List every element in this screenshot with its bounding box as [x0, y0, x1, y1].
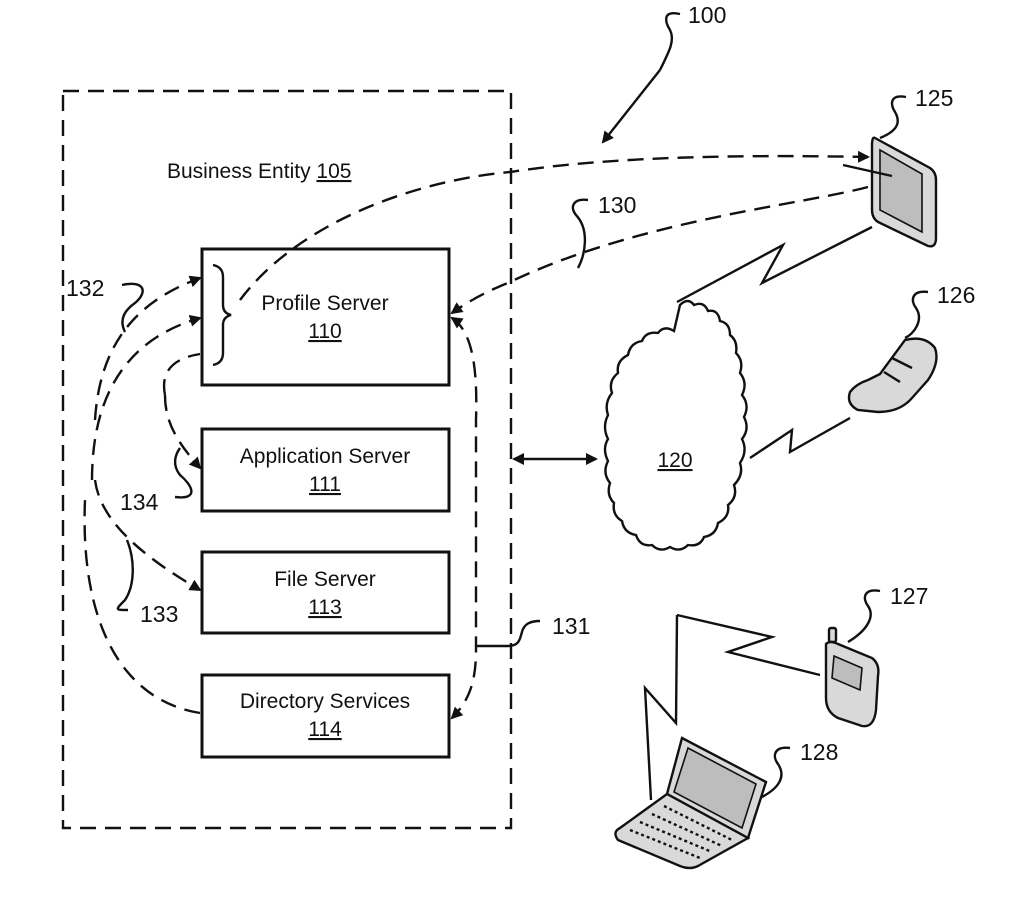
arrow-100 — [601, 69, 661, 144]
leader-131 — [476, 619, 541, 648]
network-cloud — [603, 299, 748, 551]
directory-services-label: Directory Services — [240, 690, 410, 713]
link-laptop — [643, 614, 679, 801]
profile-server-label: Profile Server — [261, 292, 388, 315]
file-server-box: File Server 113 — [200, 550, 451, 635]
path-to-app-server — [162, 352, 200, 468]
ref-128: 128 — [800, 739, 838, 765]
path-132-b — [90, 314, 202, 481]
file-server-label: File Server — [274, 568, 376, 591]
ref-127: 127 — [890, 583, 928, 609]
path-tablet-top — [239, 150, 870, 301]
ref-126: 126 — [937, 282, 975, 308]
application-server-ref: 111 — [309, 473, 341, 496]
leader-127 — [847, 589, 881, 644]
ref-130: 130 — [598, 192, 636, 218]
link-tablet — [676, 225, 873, 304]
leader-125 — [879, 95, 907, 140]
ref-133: 133 — [140, 601, 178, 627]
leader-126 — [904, 290, 929, 340]
business-entity-boundary — [61, 89, 513, 830]
path-133 — [93, 479, 202, 592]
application-server-box: Application Server 111 — [200, 427, 451, 513]
leader-100 — [658, 12, 681, 71]
tablet-device-icon — [842, 136, 938, 248]
file-server-ref: 113 — [308, 596, 341, 619]
leader-133 — [116, 539, 134, 612]
leader-130 — [571, 198, 589, 269]
link-flip-phone — [749, 416, 851, 459]
ref-134: 134 — [120, 489, 159, 515]
path-130 — [450, 185, 869, 315]
ref-131: 131 — [552, 613, 590, 639]
business-entity-label: Business Entity 105 — [167, 160, 351, 183]
ref-125: 125 — [915, 85, 953, 111]
leader-132 — [121, 282, 144, 333]
leader-128 — [759, 746, 791, 800]
directory-services-ref: 114 — [308, 718, 342, 741]
profile-server-ref: 110 — [308, 320, 341, 343]
application-server-label: Application Server — [240, 445, 410, 468]
path-131 — [450, 316, 478, 720]
link-cell-phone — [676, 613, 821, 677]
ref-100: 100 — [688, 2, 726, 28]
network-ref: 120 — [657, 449, 692, 472]
path-directory-loop — [83, 499, 201, 715]
directory-services-box: Directory Services 114 — [200, 673, 451, 759]
path-132-a — [93, 275, 202, 421]
laptop-device-icon — [614, 736, 768, 870]
ref-132: 132 — [66, 275, 104, 301]
cell-phone-device-icon — [824, 626, 880, 728]
profile-server-box: Profile Server 110 — [200, 247, 451, 387]
leader-134 — [173, 447, 193, 499]
flip-phone-device-icon — [847, 337, 938, 414]
